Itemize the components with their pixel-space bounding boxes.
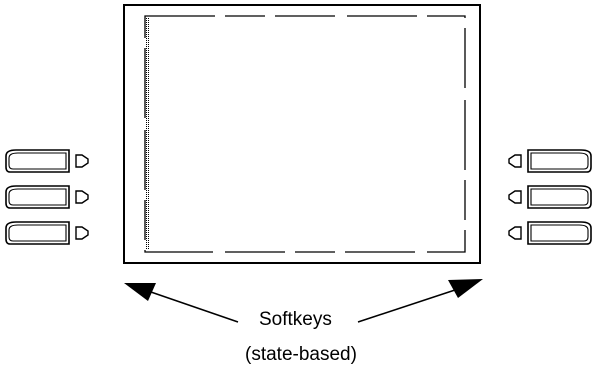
softkeys-label: Softkeys [259,309,332,330]
display-screen [123,4,481,264]
softkey-column-right [508,149,592,245]
softkey-button-icon-right-3[interactable] [508,221,592,245]
arrow-icon-left [124,283,239,323]
display-inner-border [144,15,466,253]
softkey-column-left [5,149,89,245]
display-outer-border [123,4,481,264]
softkey-pointer-icon [75,154,89,168]
softkey-pointer-icon [75,190,89,204]
arrow-icon-right [357,279,483,323]
softkey-pointer-icon [508,226,522,240]
softkey-button-icon-left-2[interactable] [5,185,89,209]
softkey-pointer-icon [75,226,89,240]
softkey-button-icon-right-1[interactable] [508,149,592,173]
softkey-button-icon-left-3[interactable] [5,221,89,245]
display-edge-strip [145,17,150,250]
softkeys-sublabel: (state-based) [245,344,357,365]
softkey-button-icon-right-2[interactable] [508,185,592,209]
softkey-button-icon-left-1[interactable] [5,149,89,173]
softkey-pointer-icon [508,154,522,168]
softkey-pointer-icon [508,190,522,204]
